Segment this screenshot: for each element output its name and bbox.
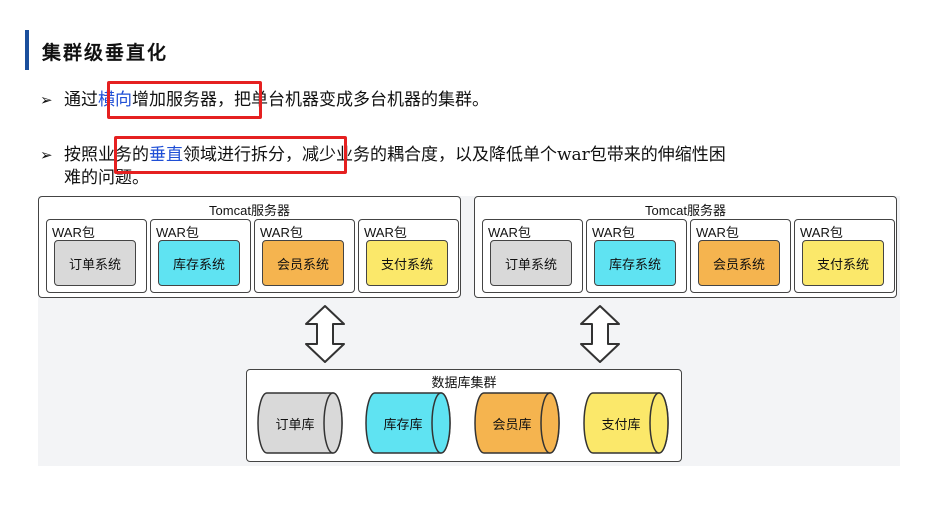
database-label: 支付库 xyxy=(601,416,641,432)
system-box: 支付系统 xyxy=(366,240,448,286)
bullet-2-highlight: 垂直 xyxy=(149,145,183,165)
arrow-bullet-icon: ➢ xyxy=(40,146,53,164)
database-cluster-title: 数据库集群 xyxy=(431,375,497,390)
war-package: WAR包支付系统 xyxy=(358,219,459,293)
database-cylinder: 订单库 xyxy=(257,391,343,455)
war-label: WAR包 xyxy=(52,225,95,240)
war-package: WAR包订单系统 xyxy=(46,219,147,293)
bullet-1-boxed-rest: 增加服务器 xyxy=(132,90,217,110)
bullet-2-boxed-a: 业务的 xyxy=(98,145,149,165)
server-title: Tomcat服务器 xyxy=(645,203,726,218)
page-title: 集群级垂直化 xyxy=(42,42,169,64)
bullet-2: ➢ 按照业务的垂直领域进行拆分，减少业务的耦合度，以及降低单个war包带来的伸缩性… xyxy=(40,143,726,167)
system-box: 会员系统 xyxy=(262,240,344,286)
system-box: 支付系统 xyxy=(802,240,884,286)
database-icon xyxy=(257,392,343,454)
database-cylinder: 库存库 xyxy=(365,391,451,455)
war-package: WAR包库存系统 xyxy=(150,219,251,293)
bullet-2-prefix: 按照 xyxy=(64,145,98,165)
server-title: Tomcat服务器 xyxy=(209,203,290,218)
bullet-2-boxed-b: 领域进行拆分 xyxy=(183,145,285,165)
red-highlight-box-1 xyxy=(107,81,262,119)
system-box: 库存系统 xyxy=(158,240,240,286)
war-label: WAR包 xyxy=(592,225,635,240)
war-package: WAR包会员系统 xyxy=(690,219,791,293)
war-package: WAR包会员系统 xyxy=(254,219,355,293)
database-label: 会员库 xyxy=(492,416,532,432)
right-bidirectional-arrow-icon xyxy=(580,305,620,363)
system-box: 库存系统 xyxy=(594,240,676,286)
title-accent-bar xyxy=(25,30,29,70)
war-label: WAR包 xyxy=(696,225,739,240)
bullet-2-suffix: ，减少业务的耦合度，以及降低单个war包带来的伸缩性困 xyxy=(285,145,726,165)
war-label: WAR包 xyxy=(800,225,843,240)
database-icon xyxy=(365,392,451,454)
database-cylinder: 支付库 xyxy=(583,391,669,455)
database-icon xyxy=(583,392,669,454)
war-label: WAR包 xyxy=(156,225,199,240)
database-icon xyxy=(474,392,560,454)
arrow-bullet-icon: ➢ xyxy=(40,91,53,109)
database-cylinder: 会员库 xyxy=(474,391,560,455)
war-label: WAR包 xyxy=(364,225,407,240)
bullet-1-suffix: ，把单台机器变成多台机器的集群。 xyxy=(217,90,489,110)
database-cluster: 数据库集群 订单库 库存库 会员库 支付库 xyxy=(246,369,682,462)
war-package: WAR包库存系统 xyxy=(586,219,687,293)
war-package: WAR包支付系统 xyxy=(794,219,895,293)
red-highlight-box-2 xyxy=(114,136,347,174)
war-label: WAR包 xyxy=(488,225,531,240)
system-box: 订单系统 xyxy=(54,240,136,286)
bullet-1: ➢ 通过横向增加服务器，把单台机器变成多台机器的集群。 xyxy=(40,88,489,112)
system-box: 订单系统 xyxy=(490,240,572,286)
system-box: 会员系统 xyxy=(698,240,780,286)
war-label: WAR包 xyxy=(260,225,303,240)
war-package: WAR包订单系统 xyxy=(482,219,583,293)
bullet-1-prefix: 通过 xyxy=(64,90,98,110)
bullet-1-highlight: 横向 xyxy=(98,90,132,110)
database-label: 库存库 xyxy=(383,416,423,432)
left-bidirectional-arrow-icon xyxy=(305,305,345,363)
database-label: 订单库 xyxy=(275,416,315,432)
